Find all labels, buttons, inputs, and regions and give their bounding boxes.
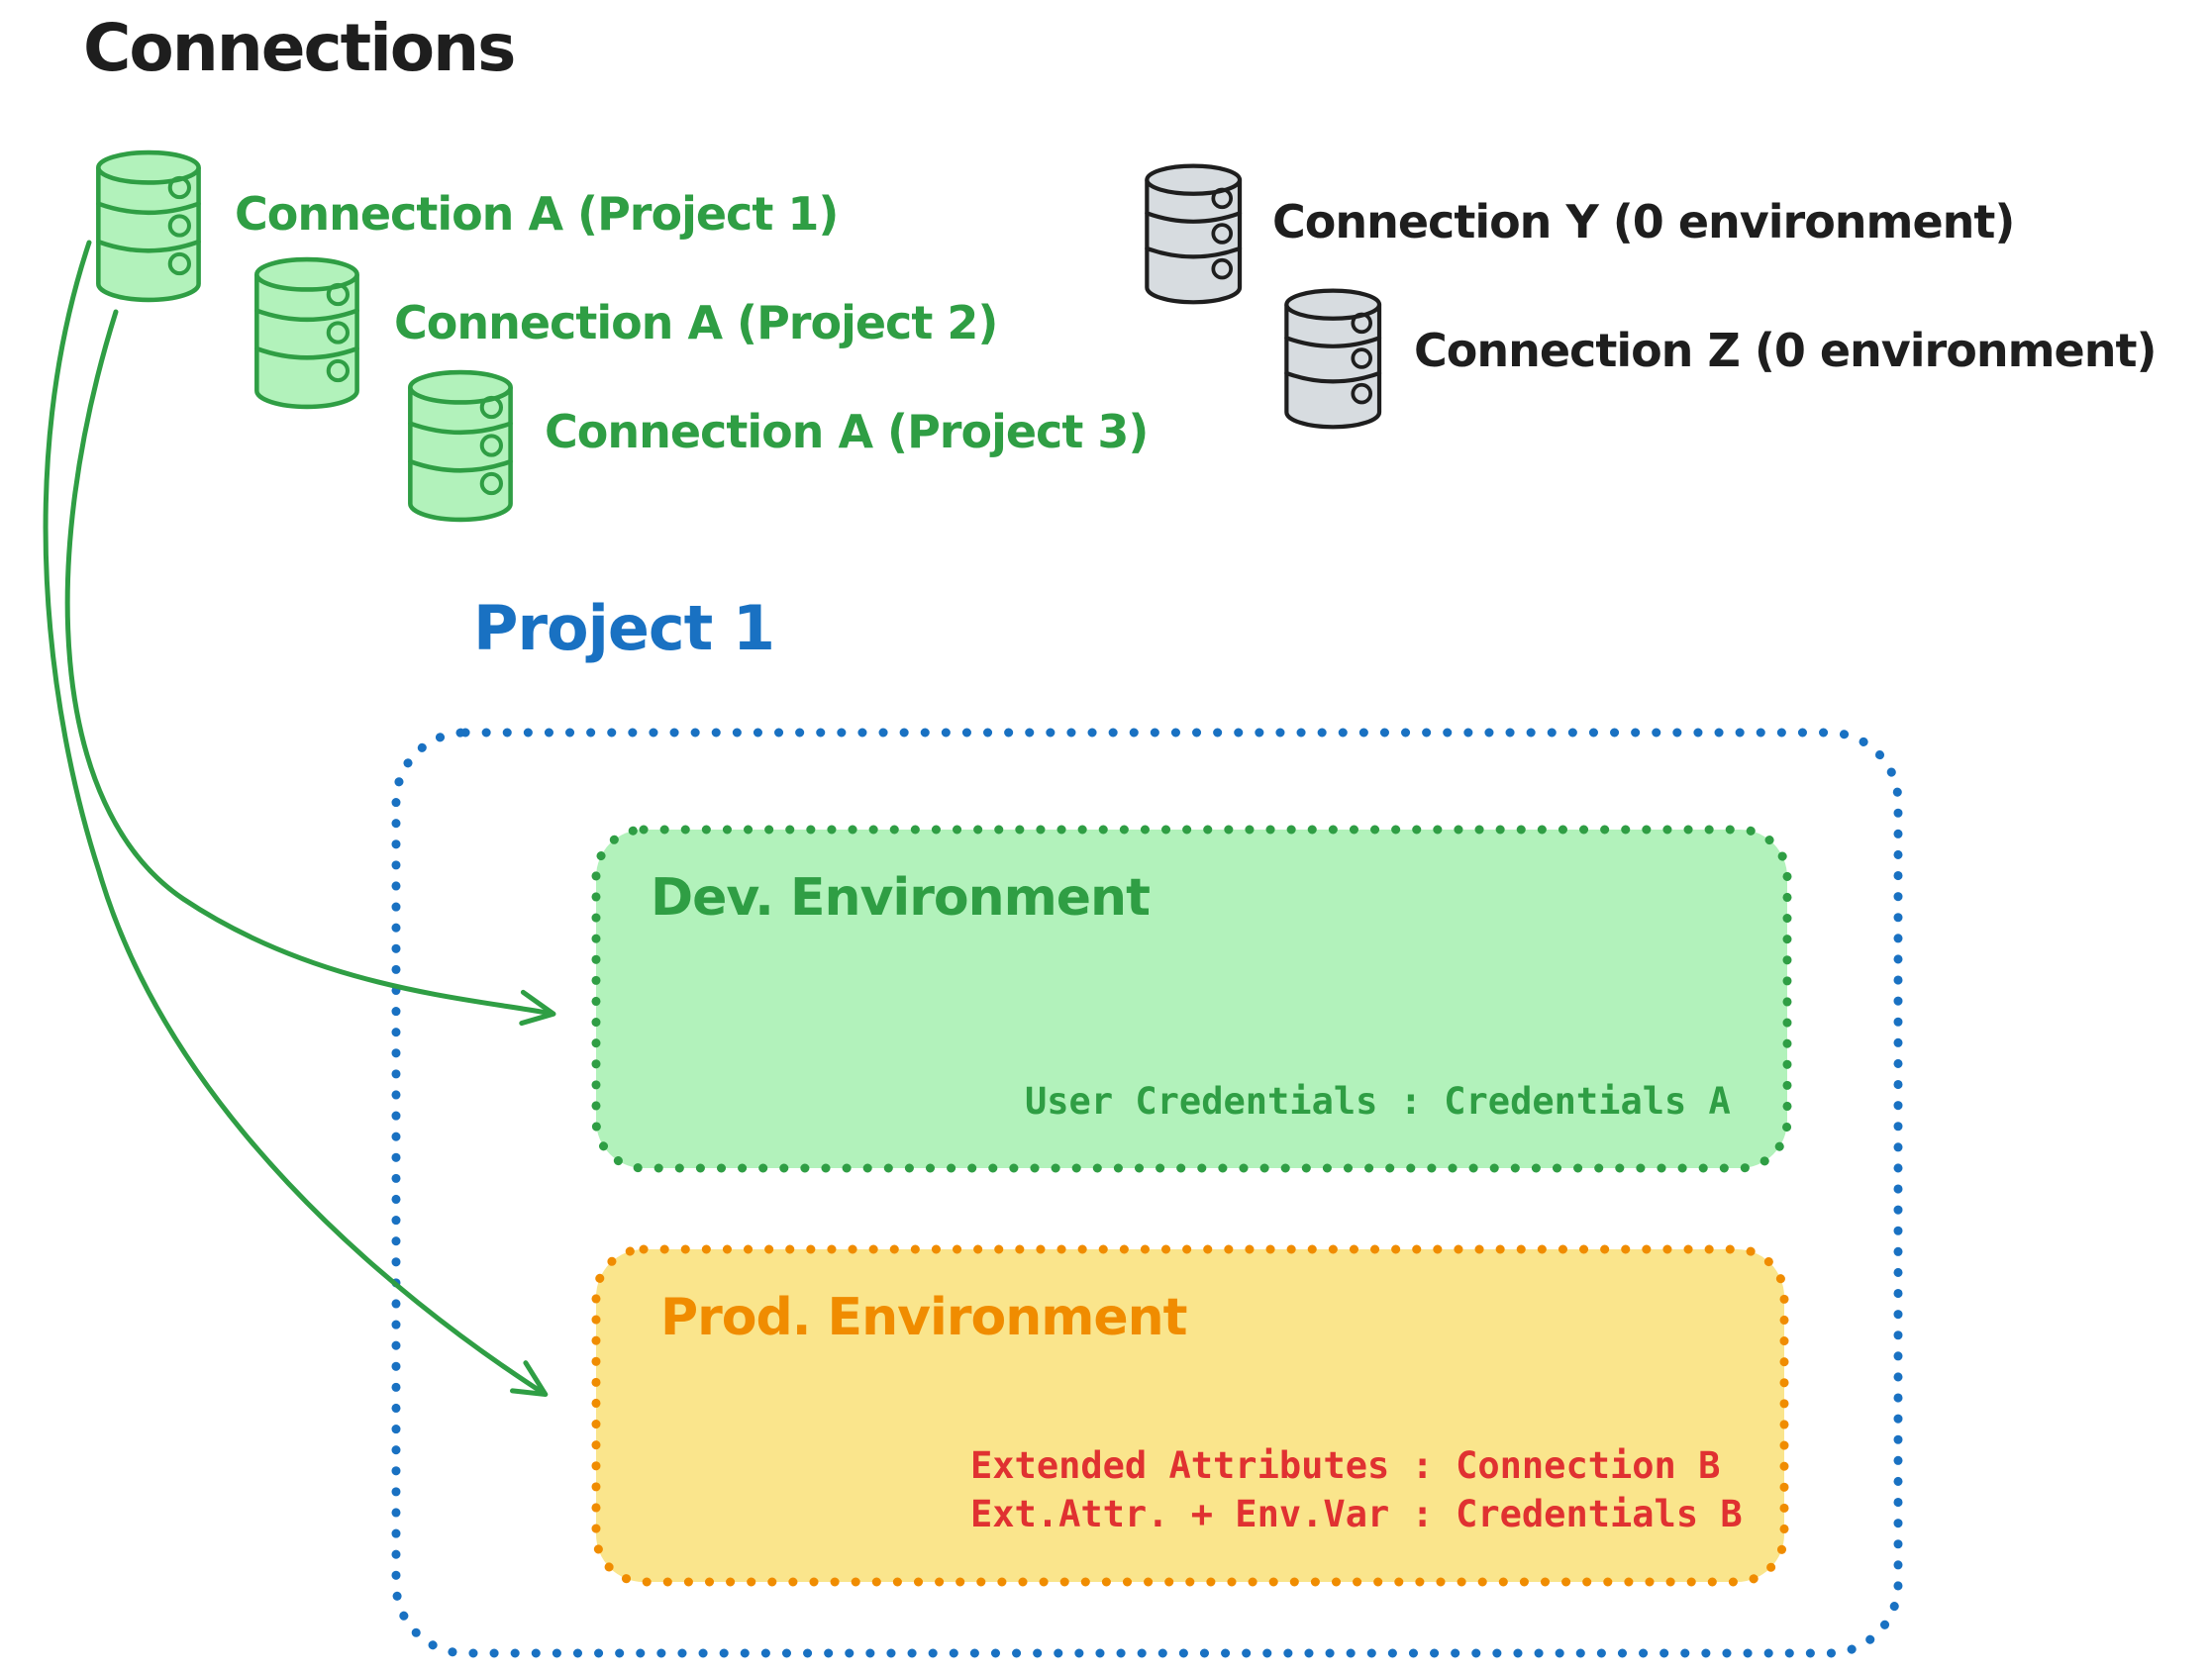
label-connection-z: Connection Z (0 environment) <box>1414 324 2157 377</box>
dev-environment-title: Dev. Environment <box>651 868 1151 928</box>
dev-environment-box <box>591 825 1792 1173</box>
label-connection-a-project3: Connection A (Project 3) <box>545 405 1149 458</box>
prod-environment-box <box>591 1244 1789 1587</box>
database-icon-connection-a-project3 <box>403 366 524 525</box>
database-icon-connection-y <box>1139 160 1254 307</box>
arrow-connection-a-to-prod <box>43 240 549 1398</box>
database-icon-connection-z <box>1278 285 1393 432</box>
page-title: Connections <box>83 10 516 86</box>
arrow-connection-a-to-dev <box>64 309 556 1027</box>
dev-credentials-mapping: User Credentials : Credentials A <box>1025 1080 1731 1123</box>
label-connection-a-project1: Connection A (Project 1) <box>235 187 839 241</box>
prod-environment-title: Prod. Environment <box>660 1288 1188 1347</box>
prod-mapping-line-1: Extended Attributes : Connection B <box>970 1444 1721 1487</box>
prod-credentials-mapping: Extended Attributes : Connection B Ext.A… <box>970 1441 1743 1538</box>
project-1-title: Project 1 <box>473 592 775 664</box>
project-1-boundary-box <box>391 728 1903 1658</box>
prod-mapping-line-2: Ext.Attr. + Env.Var : Credentials B <box>970 1493 1743 1535</box>
database-icon-connection-a-project2 <box>250 253 370 412</box>
database-icon-connection-a-project1 <box>91 147 212 305</box>
label-connection-y: Connection Y (0 environment) <box>1272 195 2015 248</box>
label-connection-a-project2: Connection A (Project 2) <box>394 296 998 349</box>
